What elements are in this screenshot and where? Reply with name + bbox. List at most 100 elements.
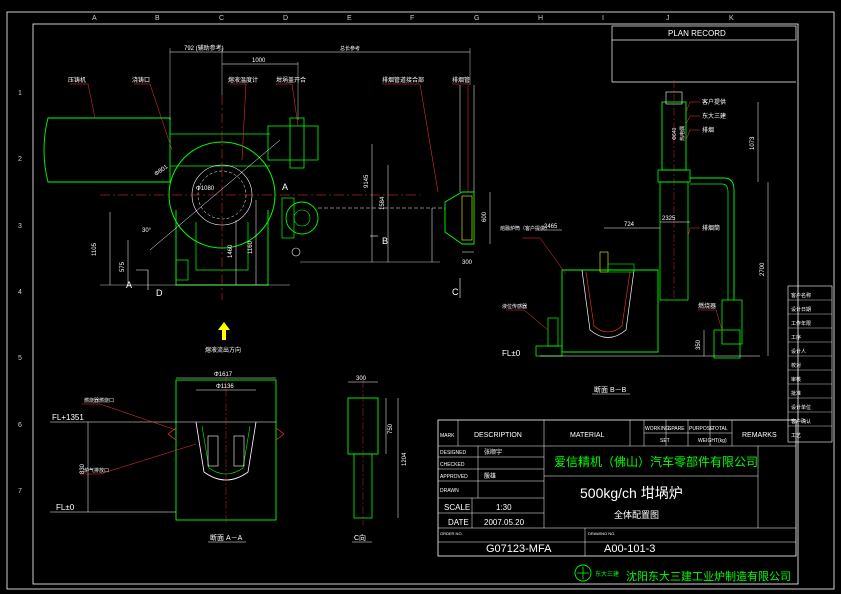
title-c-view: C向 [354,533,366,542]
aa-label-burner-port: 燃烧器燃烧口 [84,397,114,404]
tb-approved: APPROVED [440,474,468,480]
aa-fl1351: FL+1351 [52,413,84,422]
dim-1160: 1160 [248,240,254,254]
tb-total: TOTAL [712,426,728,432]
c-dim-1204: 1204 [402,452,408,466]
tb-remarks: REMARKS [742,432,777,439]
blower [713,329,741,359]
exhaust-hood [444,191,475,245]
tb-purpose: PURPOSE [689,426,714,432]
rev-row-6: 校对 [791,362,801,369]
maker-logo-icon: 东大三建 [574,564,619,582]
dim-phi801: Φ801 [154,164,170,178]
rev-row-9: 设计单位 [791,404,811,411]
title-section-bb: 断面 B－B [594,385,627,394]
label-burner-r: 燃烧器 [698,302,716,310]
rev-row-5: 设计人 [791,348,806,355]
section-c-view: 300 750 1204 C向 [347,376,408,543]
row-numbers: 1 2 3 4 5 6 7 [18,90,22,495]
tb-maker: 沈阳东大三建工业炉制造有限公司 [626,569,791,583]
tb-drawn: DRAWN [440,488,459,494]
dim-1000: 1000 [252,58,266,64]
tb-scale-value: 1:30 [496,503,512,512]
tb-designer: 张顺宇 [484,448,502,456]
die-casting-machine [43,117,171,183]
aa-label-flue-port: 炉气排放口 [84,467,109,474]
inner-frame [32,23,799,585]
label-client-supply: 客户提供 [702,98,726,106]
tb-order-no: G07123-MFA [486,543,552,555]
rev-row-7: 审核 [791,376,801,383]
dim-1584: 1584 [380,196,386,210]
tb-scale-label: SCALE [444,503,470,512]
aa-dim-phi1617: Φ1617 [214,372,233,378]
label-thermometer: 熔液温度计 [228,76,258,84]
section-mark-a: A [126,280,132,290]
tb-mark: MARK [440,433,455,439]
col-g: G [474,15,479,22]
tb-company: 爱信精机（佛山）汽车零部件有限公司 [554,454,758,469]
col-f: F [410,15,414,22]
tb-drawing-no-label: DRAWING NO. [588,531,615,536]
tb-drawing-title: 全体配置图 [614,509,659,520]
title-section-aa: 断面 A－A [210,533,243,542]
section-mark-b: B [382,236,388,246]
dim-2465: 2465 [544,224,558,230]
maker-logo-text: 东大三建 [595,570,619,578]
tb-product: 500kg/ch 坩埚炉 [580,485,683,501]
dim-2325: 2325 [662,216,676,222]
dim-350: 350 [696,339,702,350]
row-5: 5 [18,355,22,362]
title-block: MARK DESCRIPTION MATERIAL WORKING SPARE … [437,419,797,583]
label-duct-joint: 排烟管道接合部 [382,76,424,84]
dim-724: 724 [624,222,635,228]
col-e: E [347,15,352,22]
tb-order-no-label: ORDER NO. [440,531,463,536]
column-letters: A B C D E F G H I J K [92,15,734,22]
rev-row-3: 工作年限 [791,320,811,327]
label-die-caster: 压铸机 [68,76,86,84]
tb-weight: WEIGHT(kg) [698,438,727,444]
row-4: 4 [18,289,22,296]
dim-575: 575 [120,261,126,272]
label-lid: 坩埚盖开合 [276,76,306,84]
col-j: J [666,15,670,22]
dim-9145: 9145 [364,174,370,188]
tb-material: MATERIAL [570,432,605,439]
tb-designed: DESIGNED [440,450,467,456]
row-1: 1 [18,90,22,97]
label-exhaust-r: 排烟 [702,126,714,134]
flow-arrow-icon [218,322,230,340]
section-bb-view: 客户提供 东大三建 排烟 热电偶 排烟筒 熔融炉筒（客户提供） 液位传感器 燃烧… [500,80,769,395]
col-k: K [729,15,734,22]
plan-view: 792 (辅助参考) 1000 总长参考 压铸机 浇铸口 熔液温度计 坩埚盖开合… [43,44,491,354]
label-pour-port: 浇铸口 [132,76,150,84]
tb-date-label: DATE [448,518,469,527]
burner [285,201,319,235]
label-melting: 熔融炉筒（客户提供） [500,225,550,232]
row-3: 3 [18,223,22,230]
row-6: 6 [18,422,22,429]
aa-dim-phi1136: Φ1136 [216,384,234,390]
label-thermocouple: 热电偶 [679,126,686,141]
section-aa-view: Φ1617 Φ1136 FL+1351 FL±0 830 燃烧器燃烧口 炉气排放… [50,372,285,543]
dim-600: 600 [482,211,488,222]
aa-dim-830: 830 [80,463,86,474]
rev-row-10: 客户确认 [791,418,811,425]
dim-phi1080: Φ1080 [196,186,215,192]
c-dim-750: 750 [388,423,394,434]
row-2: 2 [18,156,22,163]
outer-frame [6,11,835,590]
dim-phi640: Φ640 [672,127,678,140]
label-level-sensor: 液位传感器 [502,303,527,310]
dim-300: 300 [462,260,473,266]
rev-row-4: 工序 [791,334,801,341]
section-mark-d: D [156,288,163,298]
col-a: A [92,15,97,22]
dim-30deg: 30° [142,228,152,234]
col-d: D [283,15,288,22]
tb-date-value: 2007.05.20 [484,518,525,527]
tb-description: DESCRIPTION [474,432,522,439]
col-c: C [219,15,224,22]
